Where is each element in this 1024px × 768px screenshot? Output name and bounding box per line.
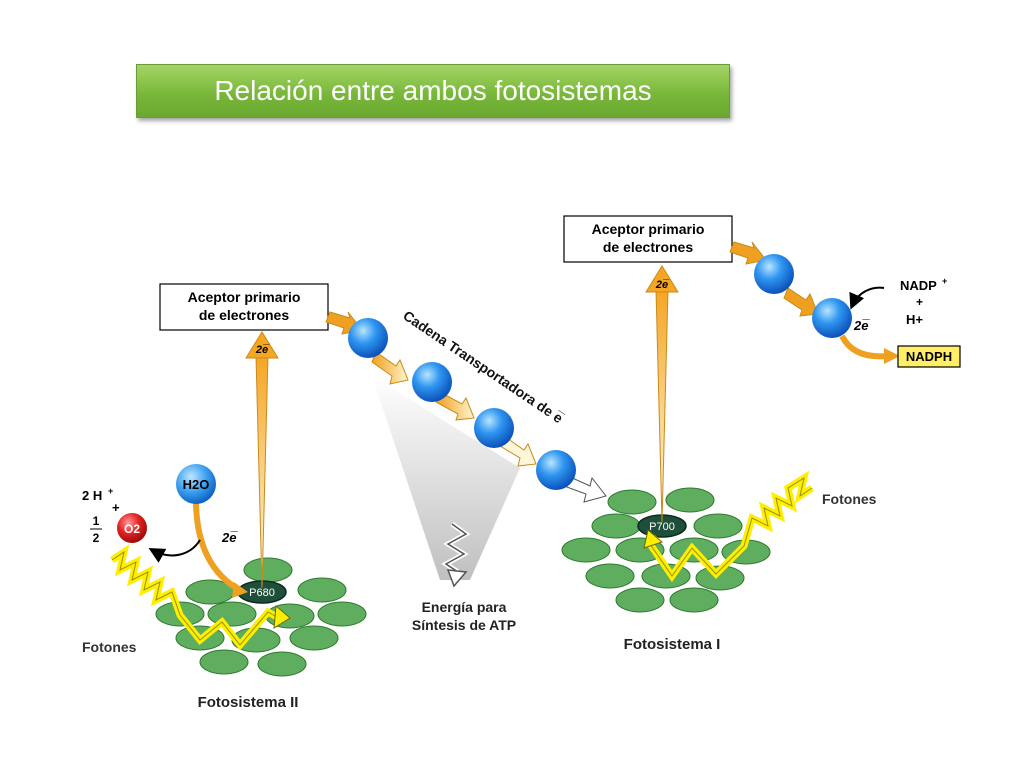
- svg-text:Síntesis de ATP: Síntesis de ATP: [412, 617, 516, 633]
- ps1-acceptor-box: Aceptor primario de electrones: [563, 215, 733, 263]
- svg-text:2e̅: 2e̅: [221, 530, 238, 545]
- svg-text:H2O: H2O: [183, 477, 210, 492]
- svg-text:de electrones: de electrones: [603, 239, 693, 255]
- ps1-carriers: [754, 254, 852, 338]
- svg-text:2: 2: [93, 531, 100, 545]
- water-molecule: H2O: [176, 464, 216, 504]
- svg-text:+: +: [108, 486, 113, 496]
- slide-title: Relación entre ambos fotosistemas: [214, 75, 652, 106]
- svg-text:Aceptor primario: Aceptor primario: [592, 221, 705, 237]
- nadph-output-arrow: [839, 334, 889, 360]
- atp-energy-cone: [372, 376, 520, 580]
- ps1-photons-label: Fotones: [822, 491, 877, 507]
- ps1-electron-beam: [655, 289, 669, 523]
- oxygen-release-arrow: [148, 539, 201, 563]
- svg-text:O2: O2: [124, 522, 140, 536]
- slide-title-banner: Relación entre ambos fotosistemas: [136, 64, 730, 118]
- ps2-acceptor-box: Aceptor primario de electrones: [159, 283, 329, 331]
- svg-text:2e̅: 2e̅: [655, 279, 670, 291]
- nadph-box: NADPH: [897, 345, 961, 368]
- ps1-arrows: [729, 241, 819, 317]
- chain-carriers: [348, 318, 576, 490]
- svg-text:NADP: NADP: [900, 278, 937, 293]
- svg-text:2e̅: 2e̅: [853, 318, 870, 333]
- ps2-photons-label: Fotones: [82, 639, 137, 655]
- svg-text:H+: H+: [906, 312, 923, 327]
- svg-text:P680: P680: [249, 587, 275, 599]
- svg-text:P700: P700: [649, 521, 675, 533]
- ps1-label: Fotosistema I: [624, 636, 721, 653]
- svg-text:NADPH: NADPH: [906, 349, 952, 364]
- ps2-label: Fotosistema II: [198, 694, 299, 711]
- svg-text:2 H: 2 H: [82, 488, 102, 503]
- svg-text:Aceptor primario: Aceptor primario: [188, 289, 301, 305]
- nadp-input-arrow: [849, 286, 885, 310]
- svg-text:+: +: [112, 500, 120, 515]
- oxygen-molecule: O2: [117, 513, 147, 543]
- svg-text:Energía para: Energía para: [422, 599, 507, 615]
- ps2-electron-beam: [255, 355, 269, 589]
- water-electron-arrow: [193, 499, 242, 593]
- svg-text:2e̅: 2e̅: [255, 344, 270, 356]
- svg-text:1: 1: [93, 514, 100, 528]
- svg-text:de electrones: de electrones: [199, 307, 289, 323]
- svg-text:+: +: [916, 295, 923, 309]
- svg-text:+: +: [942, 276, 947, 286]
